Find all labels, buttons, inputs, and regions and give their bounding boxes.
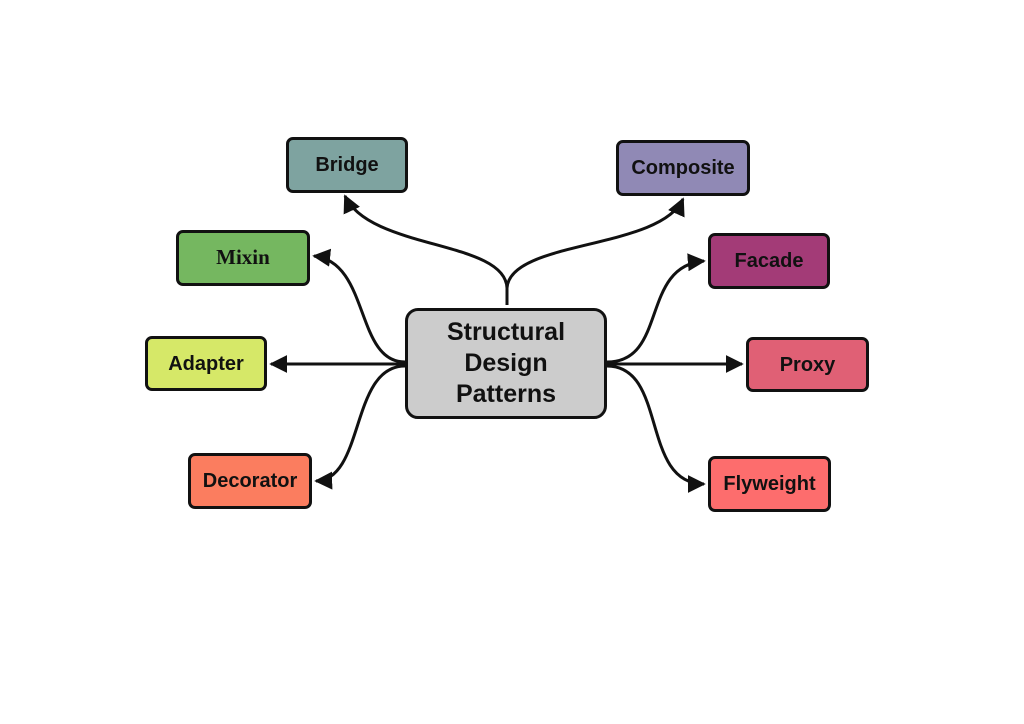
flyweight-label: Flyweight — [723, 473, 816, 495]
bridge-node: Bridge — [286, 137, 408, 193]
central-topic-node: Structural Design Patterns — [405, 308, 607, 419]
composite-node: Composite — [616, 140, 750, 196]
proxy-label: Proxy — [779, 353, 836, 376]
flyweight-node: Flyweight — [708, 456, 831, 512]
proxy-node: Proxy — [746, 337, 869, 392]
edge-center-to-facade — [606, 253, 706, 364]
central-topic-line-2: Design — [464, 349, 548, 377]
composite-label: Composite — [631, 157, 735, 179]
edge-center-to-flyweight — [606, 364, 706, 493]
decorator-node: Decorator — [188, 453, 312, 509]
bridge-label: Bridge — [315, 154, 379, 176]
edge-center-to-mixin — [312, 248, 406, 364]
edge-center-to-bridge — [343, 194, 509, 305]
adapter-node: Adapter — [145, 336, 267, 391]
edge-center-to-composite — [505, 197, 685, 289]
central-topic-line-3: Patterns — [455, 380, 557, 408]
edge-center-to-decorator — [314, 364, 406, 490]
facade-node: Facade — [708, 233, 830, 289]
adapter-label: Adapter — [168, 352, 244, 375]
mixin-node: Mixin — [176, 230, 310, 286]
central-topic-line-1: Structural — [446, 318, 566, 346]
decorator-label: Decorator — [202, 470, 298, 492]
mixin-label: Mixin — [216, 245, 270, 270]
facade-label: Facade — [734, 250, 804, 272]
